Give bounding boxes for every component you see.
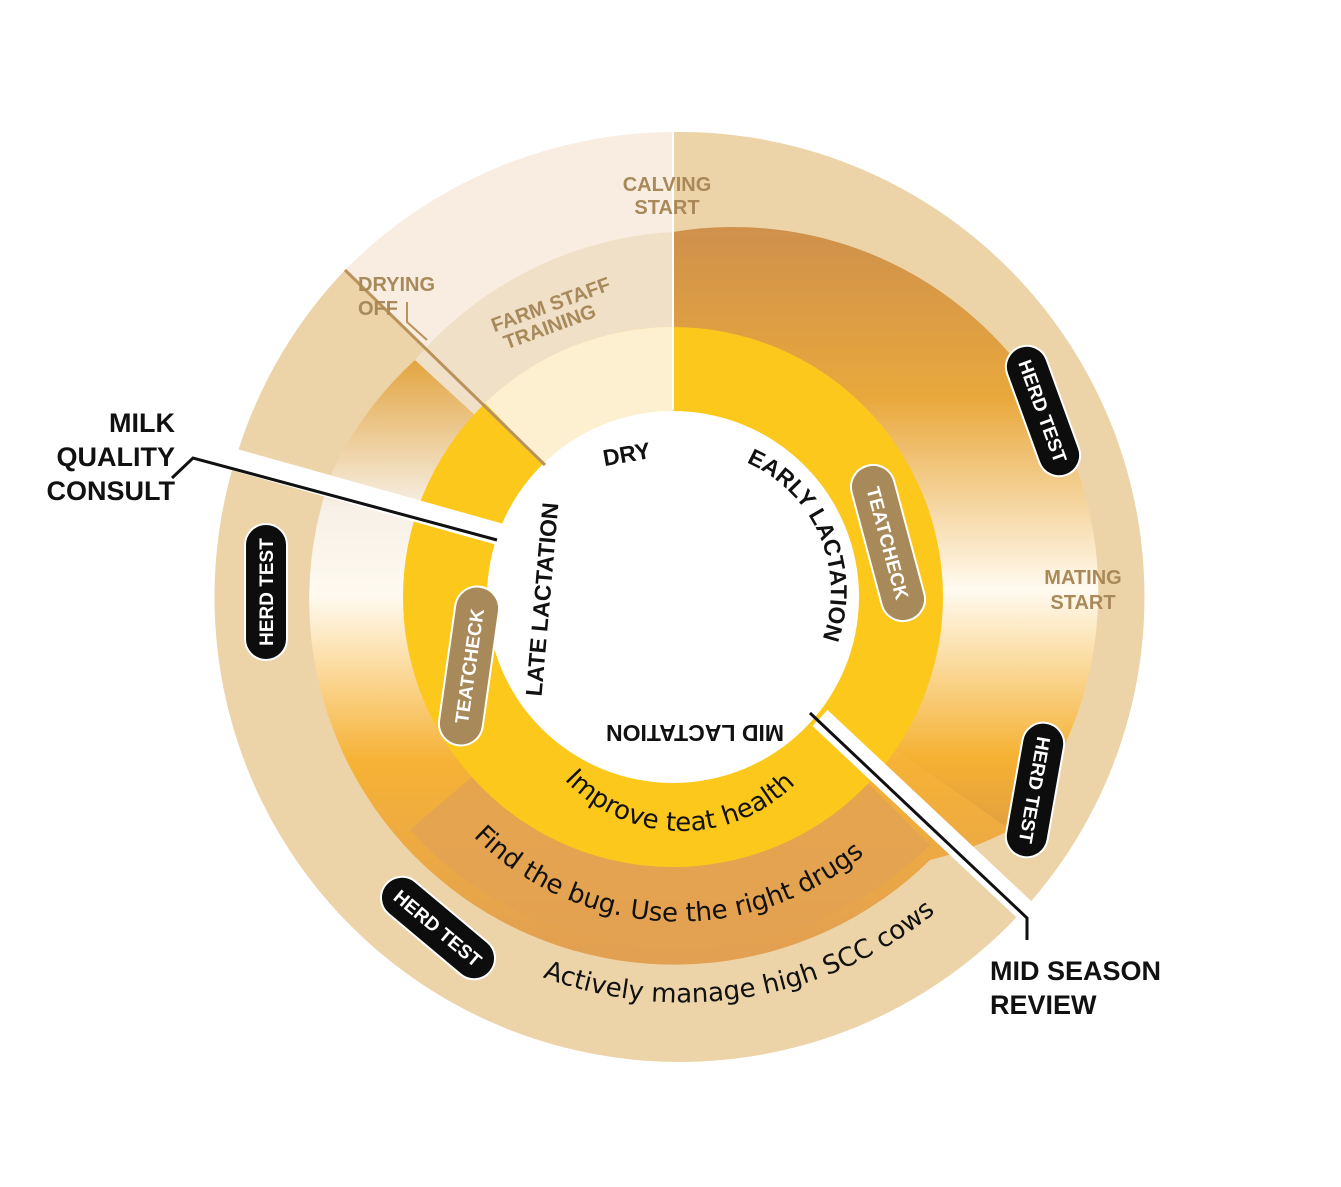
center-circle xyxy=(487,411,859,783)
drying-off-line2: OFF xyxy=(358,298,398,320)
herd-test-badge-left-label: HERD TEST xyxy=(257,538,278,646)
teatcheck-badge-left-pill xyxy=(437,585,501,747)
herd-test-badge-left-pill xyxy=(244,523,288,661)
drying-off-tick xyxy=(406,302,428,341)
mating-start-line1: MATING xyxy=(1044,567,1121,589)
mid-season-line1: MID SEASON xyxy=(990,956,1161,986)
stage-mid-lactation: MID LACTATION xyxy=(606,720,784,746)
calving-start-line2: START xyxy=(634,197,699,219)
herd-test-badge-bottom-pill xyxy=(379,875,497,981)
mid-season-line2: REVIEW xyxy=(990,990,1097,1020)
calving-start-line1: CALVING xyxy=(623,174,712,196)
mating-start-line2: START xyxy=(1050,592,1115,614)
teatcheck-badge-right-pill xyxy=(849,463,927,623)
drying-off-line1: DRYING xyxy=(358,274,435,296)
milk-quality-leader xyxy=(170,456,498,542)
milk-quality-line1: MILK xyxy=(109,408,175,438)
herd-test-badge-lower-right-pill xyxy=(1004,721,1066,859)
herd-test-badge-upper-right-pill xyxy=(1004,344,1082,478)
herd-test-badge-left: HERD TEST xyxy=(244,523,288,661)
teatcheck-badge-left: TEATCHECK xyxy=(437,585,501,747)
milk-quality-line2: QUALITY xyxy=(57,442,176,472)
mid-season-gap xyxy=(812,709,1038,924)
mid-season-leader xyxy=(808,711,1029,940)
herd-test-badge-lower-right: HERD TEST xyxy=(1004,721,1066,859)
milk-quality-gap xyxy=(197,439,523,551)
milk-quality-line3: CONSULT xyxy=(47,476,176,506)
drying-off-divider xyxy=(343,268,547,467)
